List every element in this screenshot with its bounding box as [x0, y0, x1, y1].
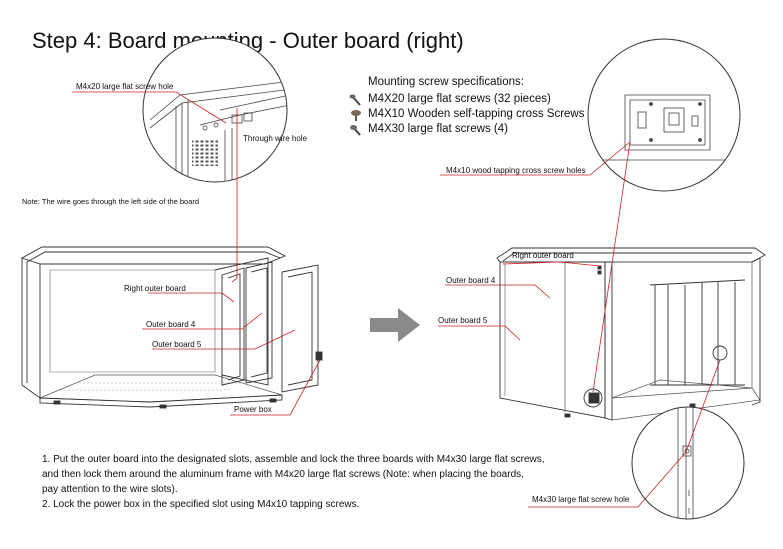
- specs-heading: Mounting screw specifications:: [368, 76, 524, 88]
- transition-arrow: [370, 308, 420, 342]
- wire-note: Note: The wire goes through the left sid…: [22, 197, 200, 206]
- callout-power-box: Power box: [234, 405, 272, 414]
- container-exploded-view: [20, 246, 323, 409]
- callout-outer-board-5-left: Outer board 5: [152, 340, 202, 349]
- spec-label: M4X30 large flat screws (4): [368, 123, 508, 135]
- flat-screw-icon: [350, 125, 361, 136]
- callout-right-outer-board-right: Right outer board: [512, 251, 574, 260]
- zoom-circle-power-box: [587, 38, 741, 192]
- spec-label: M4X10 Wooden self-tapping cross Screws (…: [368, 108, 602, 120]
- instruction-line: 1. Put the outer board into the designat…: [42, 454, 545, 465]
- callout-right-outer-board-left: Right outer board: [124, 284, 186, 293]
- zoom-circle-wire-hole: [142, 37, 288, 183]
- callout-outer-board-4-right: Outer board 4: [446, 276, 496, 285]
- callout-lines: [72, 91, 721, 508]
- spec-item-m4x10: M4X10 Wooden self-tapping cross Screws (…: [351, 108, 602, 121]
- wood-screw-icon: [351, 110, 361, 121]
- zoom-circle-m4x30-hole: [631, 406, 745, 520]
- spec-label: M4X20 large flat screws (32 pieces): [368, 93, 551, 105]
- callout-wood-tapping: M4x10 wood tapping cross screw holes: [446, 166, 586, 175]
- spec-item-m4x30: M4X30 large flat screws (4): [350, 123, 508, 136]
- instruction-line: pay attention to the wire slots).: [42, 484, 178, 495]
- container-assembled-view: [496, 247, 766, 421]
- flat-screw-icon: [349, 94, 361, 106]
- spec-item-m4x20: M4X20 large flat screws (32 pieces): [349, 93, 551, 106]
- callout-outer-board-4-left: Outer board 4: [146, 320, 196, 329]
- callout-through-wire: Through wire hole: [243, 134, 308, 143]
- callout-screw-hole: M4x20 large flat screw hole: [76, 82, 174, 91]
- instruction-line: and then lock them around the aluminum f…: [42, 469, 524, 480]
- callout-m4x30-hole: M4x30 large flat screw hole: [532, 495, 630, 504]
- callout-outer-board-5-right: Outer board 5: [438, 316, 488, 325]
- instruction-line: 2. Lock the power box in the specified s…: [42, 499, 360, 510]
